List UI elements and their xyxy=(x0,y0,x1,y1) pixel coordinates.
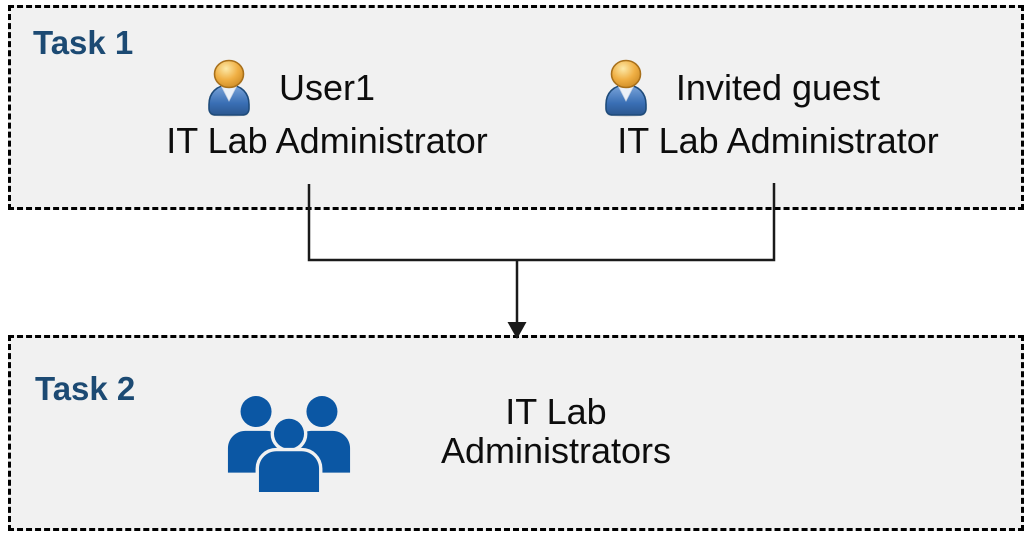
group-name: IT Lab Administrators xyxy=(346,392,766,470)
user1-name-line: User1 xyxy=(117,59,537,117)
task2-label: Task 2 xyxy=(35,370,136,407)
group-name-line1: IT Lab xyxy=(505,391,607,432)
group-name-line2: Administrators xyxy=(440,430,672,471)
task1-box: Task 1 xyxy=(8,5,1024,210)
user-block-user1: User1 IT Lab Administrator xyxy=(117,59,537,163)
guest-name-line: Invited guest xyxy=(568,59,988,117)
task2-box: Task 2 IT Lab xyxy=(8,335,1024,531)
guest-role: IT Lab Administrator xyxy=(617,120,939,161)
person-icon xyxy=(201,59,257,117)
user-block-invited-guest: Invited guest IT Lab Administrator xyxy=(568,59,988,163)
task1-label: Task 1 xyxy=(33,24,134,61)
people-group-icon xyxy=(226,395,352,496)
user1-role: IT Lab Administrator xyxy=(166,120,488,161)
guest-name: Invited guest xyxy=(675,67,881,108)
person-icon xyxy=(598,59,654,117)
user1-name: User1 xyxy=(278,67,376,108)
